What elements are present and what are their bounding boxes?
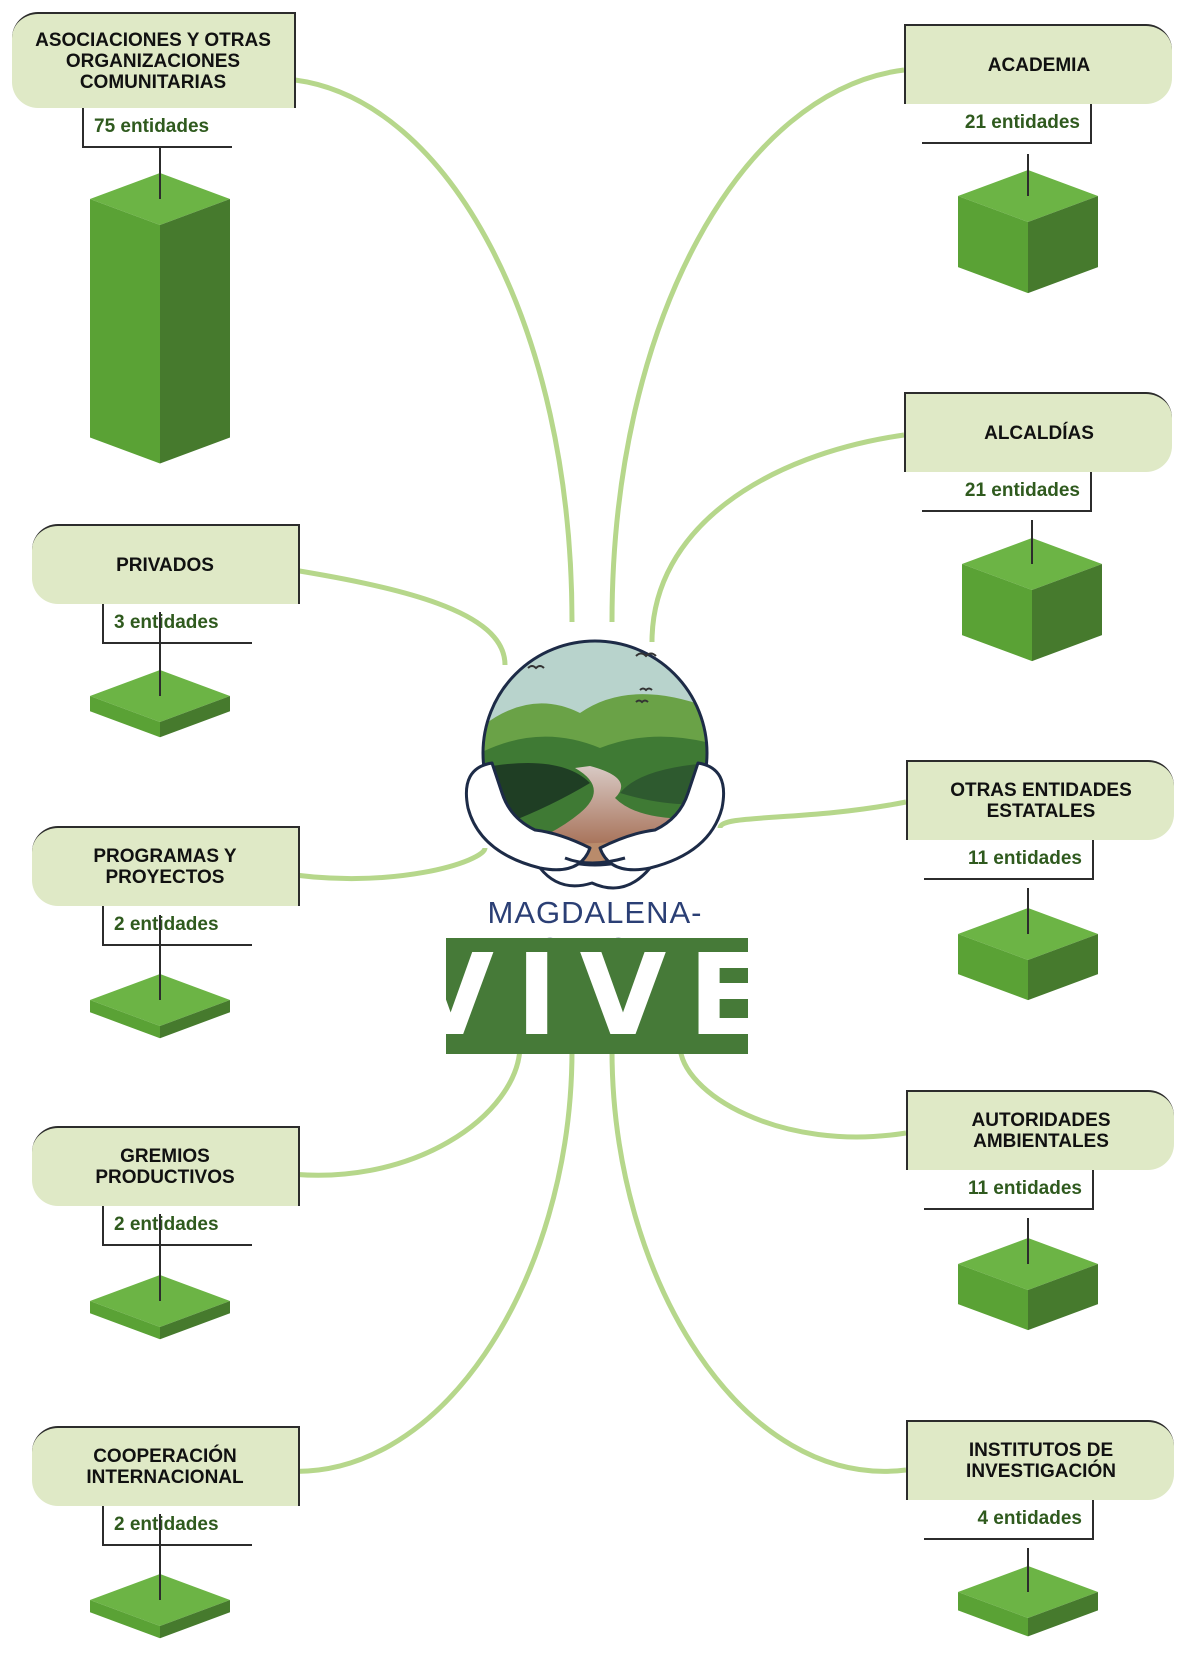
connector-alcaldias [649, 432, 905, 643]
category-box-asociaciones: ASOCIACIONES Y OTRAS ORGANIZACIONES COMU… [12, 12, 296, 108]
connector-cooperacion [274, 1049, 575, 1474]
count-label-academia: 21 entidades [922, 104, 1092, 144]
category-box-autoridades: AUTORIDADES AMBIENTALES [906, 1090, 1174, 1170]
value-block-autoridades [958, 1218, 1098, 1331]
magdalena-cauca-vive-logo [464, 639, 726, 890]
birds-icon [527, 652, 657, 704]
category-box-academia: ACADEMIA [904, 24, 1172, 104]
count-label-cooperacion: 2 entidades [102, 1506, 252, 1546]
hands-icon [464, 761, 726, 890]
value-block-institutos [958, 1548, 1098, 1637]
count-label-alcaldias: 21 entidades [922, 472, 1092, 512]
count-label-gremios: 2 entidades [102, 1206, 252, 1246]
value-block-privados [90, 612, 230, 738]
value-block-asociaciones [90, 148, 230, 464]
value-block-programas [90, 915, 230, 1039]
connector-programas [274, 847, 488, 882]
value-block-gremios [90, 1214, 230, 1340]
count-label-programas: 2 entidades [102, 906, 252, 946]
connector-academia [609, 67, 905, 623]
category-box-gremios: GREMIOS PRODUCTIVOS [32, 1126, 300, 1206]
value-block-otras-estatales [958, 888, 1098, 1001]
category-box-otras-estatales: OTRAS ENTIDADES ESTATALES [906, 760, 1174, 840]
connector-otras-estatales [717, 799, 907, 829]
connector-privados [274, 564, 508, 666]
brand-line-vive: VIVE [407, 931, 787, 1061]
category-box-privados: PRIVADOS [32, 524, 300, 604]
connector-autoridades [677, 1044, 907, 1140]
count-label-institutos: 4 entidades [924, 1500, 1094, 1540]
value-block-cooperacion [90, 1514, 230, 1639]
category-box-alcaldias: ALCALDÍAS [904, 392, 1172, 472]
category-box-institutos: INSTITUTOS DE INVESTIGACIÓN [906, 1420, 1174, 1500]
count-label-autoridades: 11 entidades [924, 1170, 1094, 1210]
connector-gremios [274, 1044, 523, 1178]
value-block-alcaldias [962, 520, 1102, 662]
connector-asociaciones [294, 77, 575, 623]
count-label-privados: 3 entidades [102, 604, 252, 644]
count-label-otras-estatales: 11 entidades [924, 840, 1094, 880]
connector-institutos [609, 1049, 907, 1474]
category-box-cooperacion: COOPERACIÓN INTERNACIONAL [32, 1426, 300, 1506]
category-box-programas: PROGRAMAS Y PROYECTOS [32, 826, 300, 906]
value-block-academia [958, 154, 1098, 294]
count-label-asociaciones: 75 entidades [82, 108, 232, 148]
